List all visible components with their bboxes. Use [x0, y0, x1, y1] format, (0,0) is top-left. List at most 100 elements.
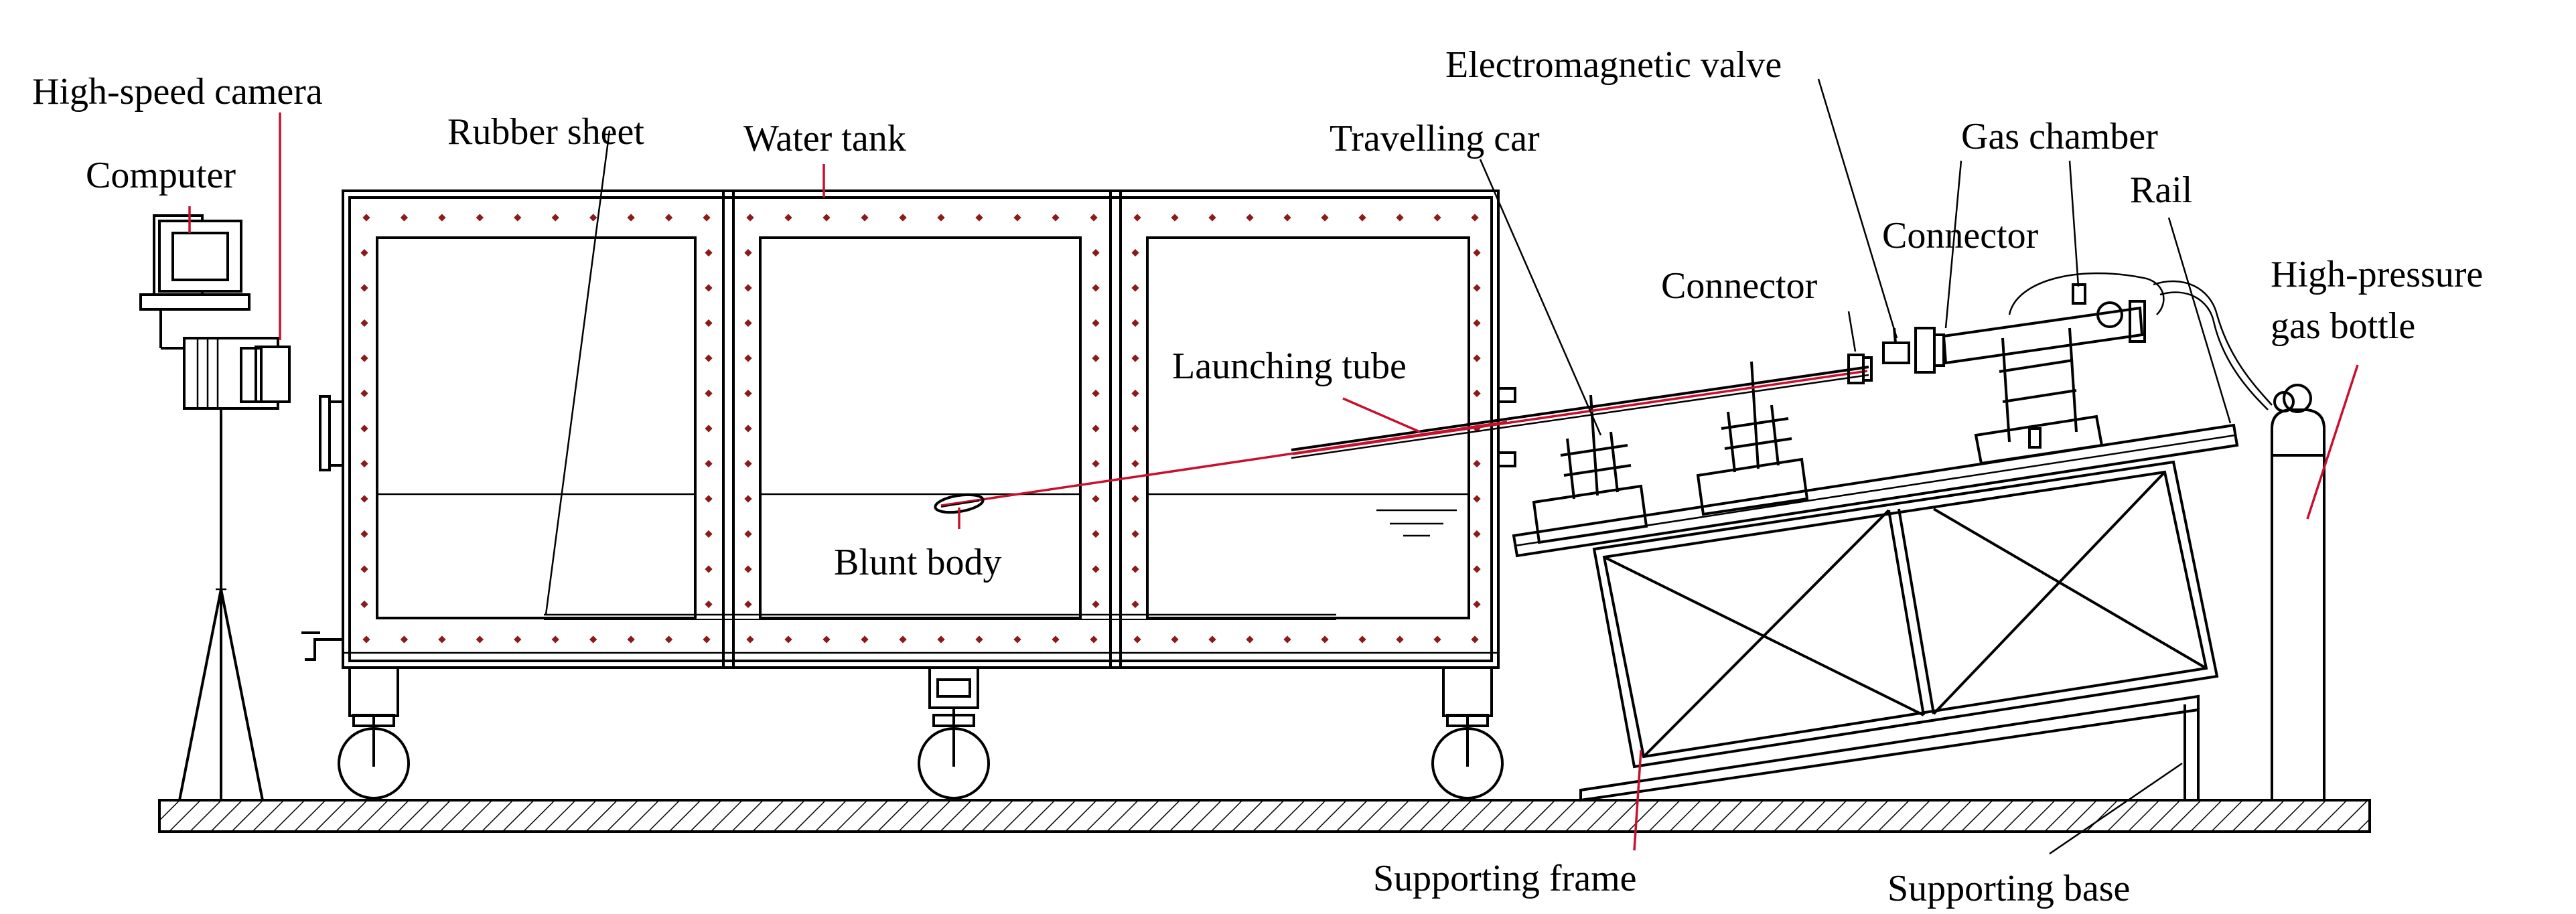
bolt — [1131, 565, 1139, 573]
label-travelling-car: Travelling car — [1330, 118, 1540, 159]
leader-gas-chamber — [2068, 160, 2080, 287]
leader-rubber-sheet — [545, 130, 611, 615]
bolt — [705, 248, 713, 257]
bolt — [589, 214, 597, 222]
bolt — [664, 214, 673, 222]
bolt — [899, 214, 907, 222]
bolt — [1092, 319, 1100, 327]
bolt — [705, 284, 713, 292]
bolt — [861, 214, 869, 222]
label-electromagnetic-valve: Electromagnetic valve — [1445, 44, 1782, 86]
bolt — [899, 635, 907, 643]
bolt — [360, 425, 368, 433]
bolt — [937, 635, 945, 643]
bolt — [705, 425, 713, 433]
supporting-frame — [1592, 460, 2219, 769]
tank-wheels — [338, 666, 1504, 799]
bolt — [784, 214, 792, 222]
bolt — [1358, 635, 1366, 643]
bolt — [746, 214, 754, 222]
bolt — [551, 214, 559, 222]
label-rubber-sheet: Rubber sheet — [447, 111, 644, 153]
bolt — [705, 600, 713, 609]
bolt — [744, 530, 752, 538]
bolt — [360, 565, 368, 573]
ground-platform — [158, 799, 2371, 833]
label-supporting-frame: Supporting frame — [1373, 858, 1636, 899]
leader-lines — [188, 78, 2359, 855]
bolt — [1090, 635, 1098, 643]
wheel-left — [338, 666, 410, 799]
supporting-base — [1579, 694, 2200, 802]
bolt — [1013, 635, 1021, 643]
bolt — [822, 214, 831, 222]
bolt — [1321, 214, 1329, 222]
bolt — [1092, 600, 1100, 609]
label-gas-bottle-line1: High-pressure — [2271, 254, 2483, 295]
bolt — [784, 635, 792, 643]
bolt — [360, 459, 368, 468]
bolt — [1131, 389, 1139, 398]
label-high-speed-camera: High-speed camera — [32, 71, 323, 112]
bolt — [705, 530, 713, 538]
high-speed-camera — [183, 337, 291, 410]
bolt — [514, 214, 522, 222]
bolt — [438, 635, 446, 643]
bolt — [1131, 319, 1139, 327]
wheel-right — [1431, 666, 1504, 799]
bolt — [861, 635, 869, 643]
gas-bottle — [2271, 384, 2325, 802]
bolt — [1471, 635, 1479, 643]
bolt — [1092, 354, 1100, 362]
bolt — [1246, 214, 1254, 222]
bolt — [744, 248, 752, 257]
bolt — [1208, 635, 1216, 643]
bolt — [1208, 214, 1216, 222]
bolt — [1133, 214, 1141, 222]
bolt — [1092, 459, 1100, 468]
bolt — [705, 354, 713, 362]
bolt — [744, 284, 752, 292]
bolt — [744, 319, 752, 327]
bolt — [744, 389, 752, 398]
bolt — [1171, 214, 1179, 222]
bolt — [746, 635, 754, 643]
bolt — [664, 635, 673, 643]
label-connector-1: Connector — [1661, 265, 1818, 307]
leader-launching-tube — [1342, 397, 1421, 433]
blunt-body — [934, 493, 985, 514]
bolt — [1321, 635, 1329, 643]
bolt — [476, 635, 484, 643]
launching-tube — [940, 366, 1869, 507]
bolt — [1131, 425, 1139, 433]
bolt — [1283, 214, 1291, 222]
bolt — [1133, 635, 1141, 643]
bolt — [1471, 214, 1479, 222]
water-tank — [301, 189, 1516, 669]
bolt — [476, 214, 484, 222]
bolt — [744, 495, 752, 503]
bolt — [1171, 635, 1179, 643]
label-blunt-body: Blunt body — [834, 542, 1001, 583]
bolt — [360, 600, 368, 609]
bolt — [1473, 389, 1481, 398]
leader-gas-bottle — [2306, 364, 2359, 520]
bolt — [705, 495, 713, 503]
bolt — [705, 319, 713, 327]
bolt — [1131, 530, 1139, 538]
bolt — [589, 635, 597, 643]
bolt — [1473, 354, 1481, 362]
bolt — [551, 635, 559, 643]
bolt — [744, 459, 752, 468]
leader-valve — [1817, 78, 1898, 339]
bolt — [705, 459, 713, 468]
bolt — [362, 635, 370, 643]
bolt — [1473, 284, 1481, 292]
bolt — [360, 495, 368, 503]
bolt — [362, 214, 370, 222]
bolt — [1131, 600, 1139, 609]
bolt — [1092, 495, 1100, 503]
bolt — [1283, 635, 1291, 643]
bolt — [1396, 635, 1404, 643]
camera-tripod — [178, 408, 264, 801]
